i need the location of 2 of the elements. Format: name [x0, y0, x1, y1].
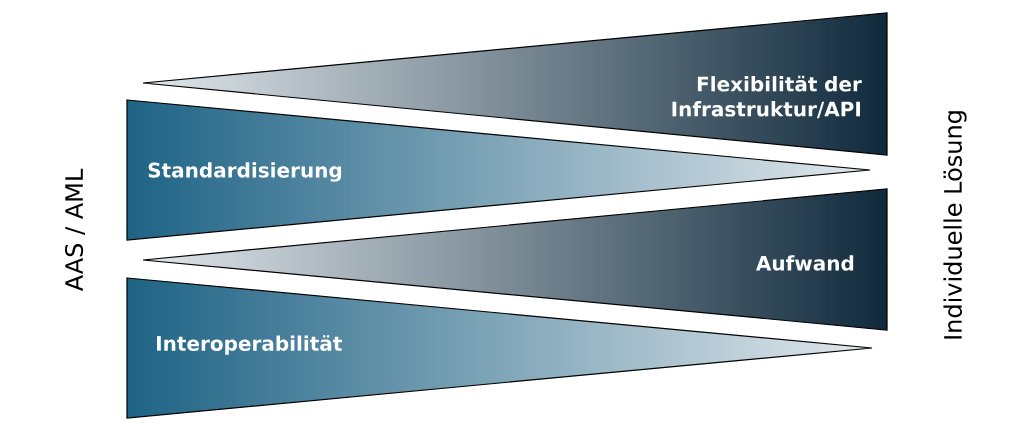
axis-label: AAS / AML — [65, 168, 85, 292]
axis-label: Individuelle Lösung — [943, 111, 967, 339]
